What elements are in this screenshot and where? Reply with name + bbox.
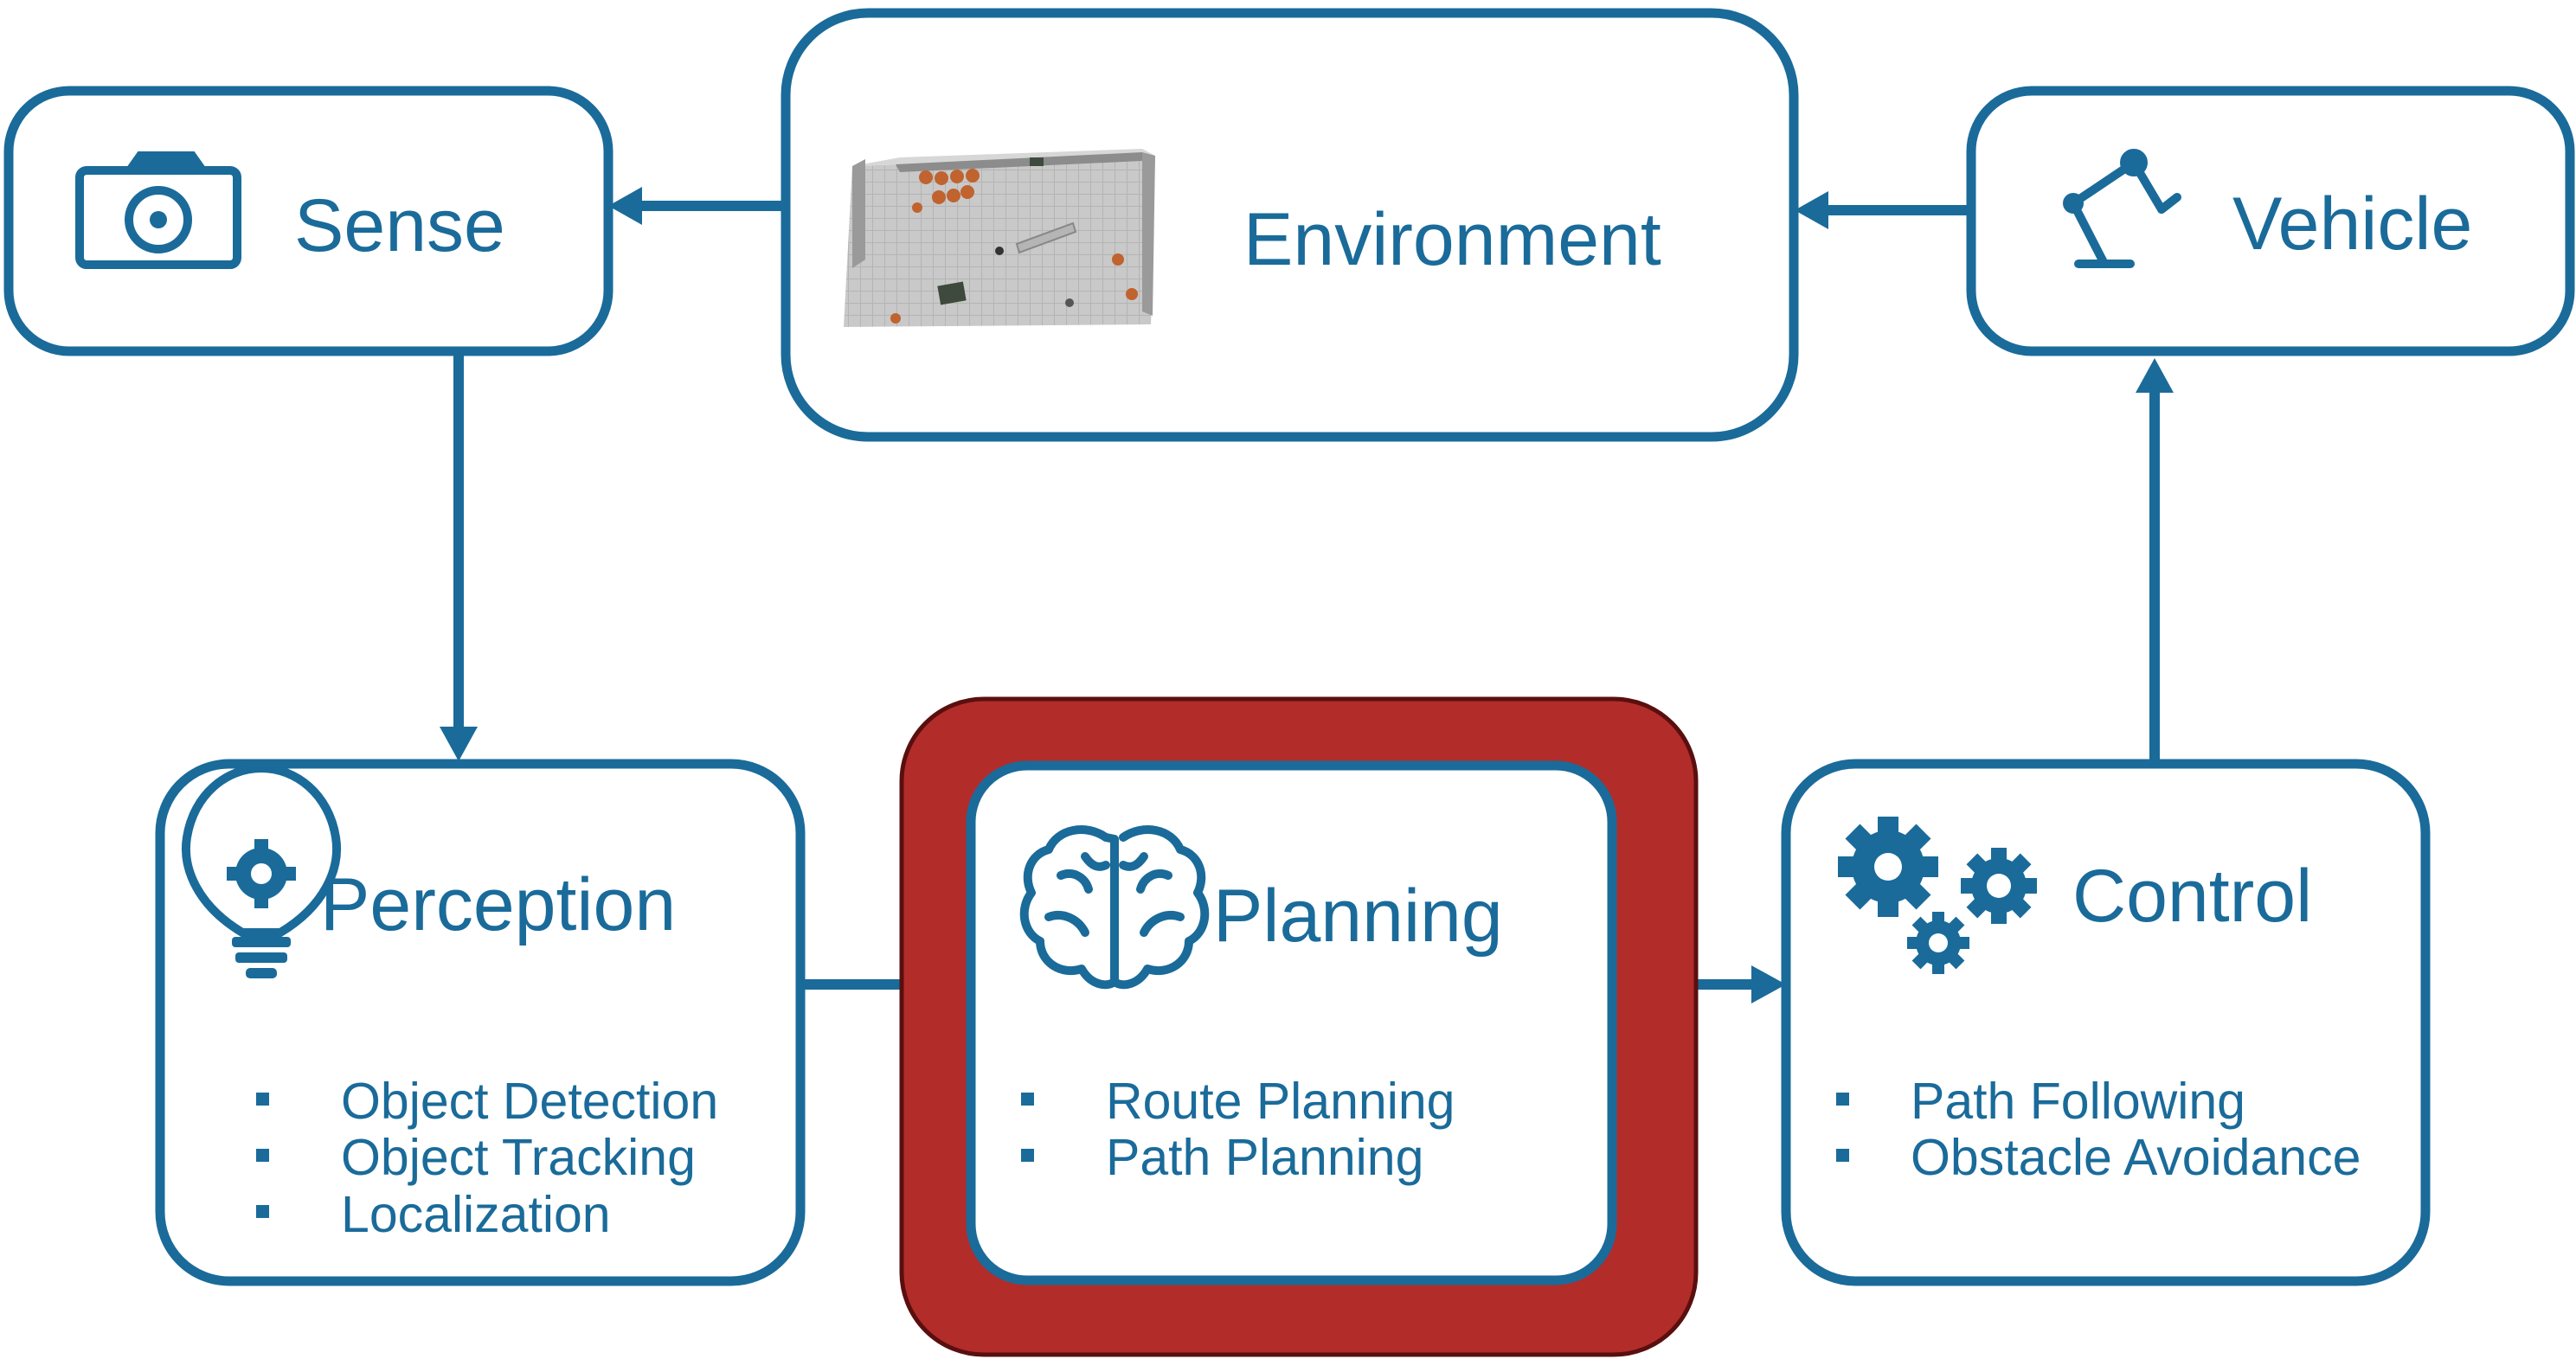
node-planning: Planning Route Planning Path Planning: [899, 696, 1699, 1357]
perception-bullet-3: [256, 1205, 269, 1218]
planning-item-1: Route Planning: [1106, 1073, 1455, 1130]
simulated-environment-thumbnail: [844, 149, 1155, 327]
node-vehicle-box: [1966, 86, 2575, 356]
edge-sense-to-perception-arrowhead: [440, 727, 478, 761]
edge-control-to-vehicle-arrowhead: [2136, 358, 2174, 393]
perception-item-3: Localization: [341, 1186, 611, 1243]
node-control: Control Path Following Obstacle Avoidanc…: [1781, 759, 2431, 1286]
perception-item-2: Object Tracking: [341, 1129, 696, 1186]
node-planning-title: Planning: [1213, 875, 1503, 958]
perception-bullet-2: [256, 1149, 269, 1162]
perception-item-1: Object Detection: [341, 1073, 718, 1130]
node-sense-title: Sense: [294, 184, 505, 267]
node-perception: Perception Object Detection Object Track…: [155, 759, 806, 1286]
planning-bullet-1: [1021, 1093, 1034, 1106]
lightbulb-gear-icon: [182, 763, 341, 978]
edge-vehicle-to-environment-arrowhead: [1795, 191, 1828, 229]
perception-bullet-1: [256, 1093, 269, 1106]
control-bullet-1: [1836, 1093, 1849, 1106]
planning-bullet-2: [1021, 1149, 1034, 1162]
robot-arm-icon: [2063, 149, 2181, 268]
brain-icon: [1019, 825, 1210, 990]
node-control-title: Control: [2072, 855, 2312, 938]
node-environment-title: Environment: [1243, 198, 1661, 281]
node-sense: Sense: [3, 86, 613, 356]
node-environment: Environment: [781, 8, 1799, 442]
control-bullet-2: [1836, 1149, 1849, 1162]
node-vehicle: Vehicle: [1966, 86, 2575, 356]
camera-icon: [75, 151, 241, 269]
node-vehicle-title: Vehicle: [2232, 183, 2472, 266]
edge-planning-to-control-arrowhead: [1751, 965, 1786, 1003]
node-control-box: [1781, 759, 2431, 1286]
gears-icon: [1838, 817, 2037, 974]
planning-item-2: Path Planning: [1106, 1129, 1423, 1186]
control-item-1: Path Following: [1911, 1073, 2245, 1130]
gear-small: [1907, 912, 1969, 974]
node-environment-box: [781, 8, 1799, 442]
node-planning-box: [966, 760, 1617, 1285]
gear-large: [1838, 817, 1938, 917]
control-item-2: Obstacle Avoidance: [1911, 1129, 2361, 1186]
edge-environment-to-sense-arrowhead: [608, 187, 642, 225]
gear-medium: [1961, 848, 2037, 924]
node-perception-title: Perception: [320, 863, 676, 946]
